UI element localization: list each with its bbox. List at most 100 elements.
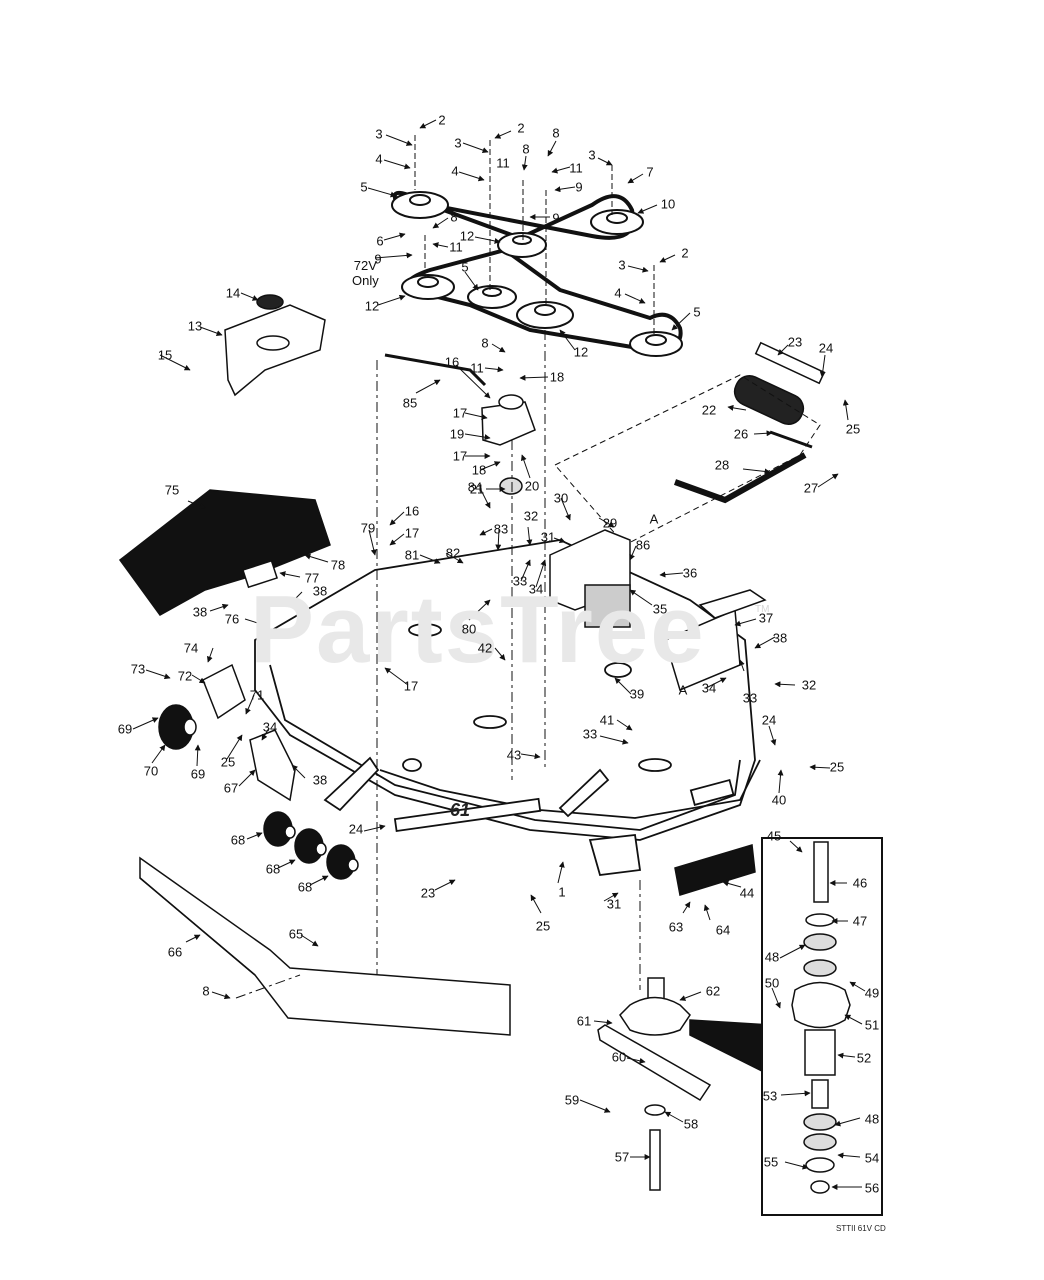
part-number-label: 22 <box>701 402 717 418</box>
part-number-label: 10 <box>660 196 676 212</box>
part-number-label: 82 <box>445 545 461 561</box>
part-number-label: 25 <box>829 759 845 775</box>
part-number-label: 33 <box>512 573 528 589</box>
part-number-label: 16 <box>444 354 460 370</box>
part-number-label: 34 <box>262 719 278 735</box>
part-number-label: 83 <box>493 521 509 537</box>
part-number-label: 3 <box>454 135 462 151</box>
part-number-label: 51 <box>864 1017 880 1033</box>
part-number-label: 14 <box>225 285 241 301</box>
part-number-label: 68 <box>265 861 281 877</box>
part-number-label: 19 <box>449 426 465 442</box>
part-number-label: 12 <box>364 298 380 314</box>
part-number-label: 5 <box>360 179 368 195</box>
part-number-label: 43 <box>506 747 522 763</box>
part-number-label: 38 <box>772 630 788 646</box>
part-number-label: 8 <box>450 209 458 225</box>
part-number-label: 8 <box>522 141 530 157</box>
deck-badge: 61 <box>450 800 471 820</box>
bumper-44 <box>674 844 756 896</box>
part-number-label: 75 <box>164 482 180 498</box>
part-number-label: 67 <box>223 780 239 796</box>
part-number-label: 66 <box>167 944 183 960</box>
part-number-label: 24 <box>818 340 834 356</box>
part-number-label: 56 <box>864 1180 880 1196</box>
part-number-label: 80 <box>461 621 477 637</box>
part-number-label: 53 <box>762 1088 778 1104</box>
belt-cover-bracket <box>224 294 326 397</box>
part-number-label: 52 <box>856 1050 872 1066</box>
anti-scalp-wheels <box>158 663 359 880</box>
part-number-label: 68 <box>297 879 313 895</box>
part-number-label: 1 <box>558 884 566 900</box>
part-number-label: 28 <box>714 457 730 473</box>
part-number-label: 38 <box>312 772 328 788</box>
part-number-label: 26 <box>733 426 749 442</box>
part-number-label: 57 <box>614 1149 630 1165</box>
part-number-label: 38 <box>312 583 328 599</box>
part-number-label: 6 <box>376 233 384 249</box>
part-number-label: 2 <box>681 245 689 261</box>
part-number-label: 8 <box>202 983 210 999</box>
spindle-detail-inset <box>761 837 883 1216</box>
part-number-label: 4 <box>614 285 622 301</box>
part-number-label: 33 <box>742 690 758 706</box>
part-number-label: 23 <box>420 885 436 901</box>
part-number-label: 84 <box>467 479 483 495</box>
part-number-label: 73 <box>130 661 146 677</box>
part-number-label: 74 <box>183 640 199 656</box>
part-number-label: 20 <box>524 478 540 494</box>
part-number-label: 34 <box>528 581 544 597</box>
part-number-label: 3 <box>618 257 626 273</box>
part-number-label: 4 <box>451 163 459 179</box>
part-number-label: 68 <box>230 832 246 848</box>
part-number-label: 48 <box>864 1111 880 1127</box>
part-number-label: 59 <box>564 1092 580 1108</box>
part-number-label: 11 <box>470 360 484 376</box>
part-number-label: 5 <box>461 259 469 275</box>
part-number-label: 3 <box>588 147 596 163</box>
part-number-label: 36 <box>682 565 698 581</box>
part-number-label: 24 <box>348 821 364 837</box>
part-number-label: 77 <box>304 570 320 586</box>
part-number-label: 33 <box>582 726 598 742</box>
part-number-label: 25 <box>535 918 551 934</box>
part-number-label: 50 <box>764 975 780 991</box>
watermark: PartsTree <box>250 576 706 683</box>
part-number-label: 23 <box>787 334 803 350</box>
drawing-code: STTII 61V CD <box>836 1224 886 1233</box>
part-number-label: 32 <box>801 677 817 693</box>
variant-note-line: 72V <box>353 258 377 273</box>
part-number-label: 46 <box>852 875 868 891</box>
part-number-label: 81 <box>404 547 420 563</box>
part-number-label: 7 <box>646 164 654 180</box>
part-number-label: 64 <box>715 922 731 938</box>
part-number-label: 29 <box>602 515 618 531</box>
part-number-label: 30 <box>553 490 569 506</box>
part-number-label: 2 <box>438 112 446 128</box>
part-number-label: 47 <box>852 913 868 929</box>
part-number-label: 65 <box>288 926 304 942</box>
variant-note-line: Only <box>352 273 379 288</box>
part-number-label: 78 <box>330 557 346 573</box>
part-number-label: 40 <box>771 792 787 808</box>
roller-assembly <box>554 341 826 546</box>
part-number-label: 61 <box>576 1013 592 1029</box>
callout-leaders <box>132 119 866 1190</box>
callout-marker: A <box>678 682 688 698</box>
part-number-label: 54 <box>864 1150 880 1166</box>
part-number-label: 37 <box>758 610 774 626</box>
part-number-label: 55 <box>763 1154 779 1170</box>
part-number-label: 34 <box>701 680 717 696</box>
part-number-label: 21 <box>469 481 485 497</box>
part-number-label: 11 <box>496 155 510 171</box>
part-number-label: 12 <box>459 228 475 244</box>
part-number-label: 12 <box>573 344 589 360</box>
part-number-label: 11 <box>449 239 463 255</box>
part-number-label: 8 <box>481 335 489 351</box>
callout-marker: A <box>649 511 659 527</box>
part-number-label: 63 <box>668 919 684 935</box>
part-number-label: 44 <box>739 885 755 901</box>
part-number-label: 9 <box>575 179 583 195</box>
